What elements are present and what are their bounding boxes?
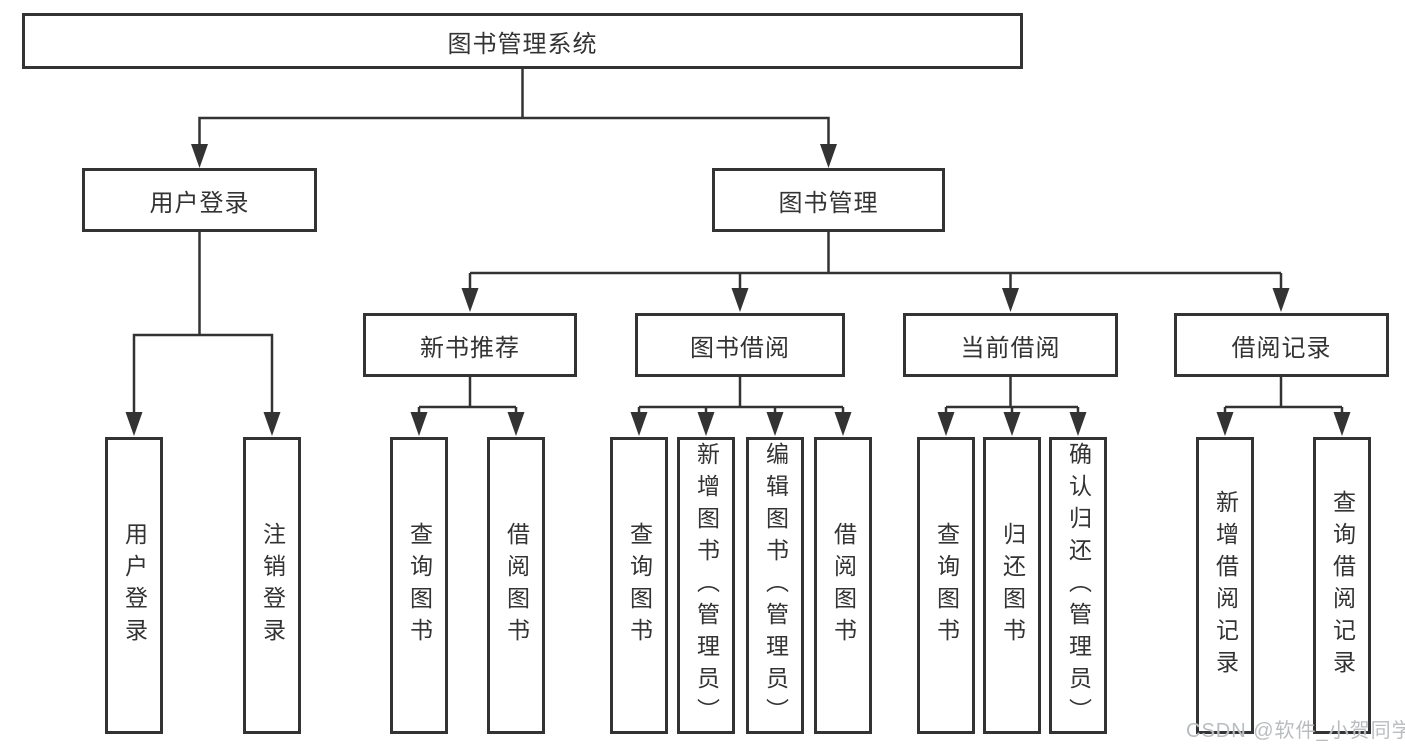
connector-user-login-rail xyxy=(132,333,274,413)
csdn-watermark: CSDN @软件_小贺同学 xyxy=(1186,720,1405,742)
node-current-borrow-label: 当前借阅 xyxy=(960,334,1061,362)
node-user-login: 用户登录 xyxy=(82,168,317,232)
leaf-query-book-1: 查询图书 xyxy=(390,437,448,734)
leaf-borrow-book-2: 借阅图书 xyxy=(814,437,872,734)
node-book-management: 图书管理 xyxy=(712,168,945,232)
node-current-borrow: 当前借阅 xyxy=(903,313,1118,377)
leaf-borrow-book-1: 借阅图书 xyxy=(487,437,545,734)
leaf-query-book-2: 查询图书 xyxy=(610,437,668,734)
leaf-query-book-3: 查询图书 xyxy=(917,437,975,734)
node-borrow-record: 借阅记录 xyxy=(1174,313,1389,377)
connector-book-borrow-rail xyxy=(637,377,845,413)
connector-level2-rail xyxy=(198,116,830,145)
connector-current-borrow-rail xyxy=(944,377,1080,413)
node-book-borrow-label: 图书借阅 xyxy=(690,334,790,362)
leaf-logout: 注销登录 xyxy=(243,437,301,734)
leaf-confirm-return-admin: 确认归还（管理员） xyxy=(1049,437,1107,734)
node-book-borrow: 图书借阅 xyxy=(635,313,845,377)
leaf-edit-book-admin: 编辑图书（管理员） xyxy=(746,437,804,734)
node-new-book-recommend-label: 新书推荐 xyxy=(420,334,520,362)
arrowheads xyxy=(125,144,1351,436)
leaf-add-borrow-record: 新增借阅记录 xyxy=(1196,437,1254,734)
leaf-user-login: 用户登录 xyxy=(105,437,163,734)
leaf-return-book: 归还图书 xyxy=(983,437,1041,734)
node-new-book-recommend: 新书推荐 xyxy=(363,313,577,377)
connector-borrow-record-rail xyxy=(1223,377,1344,413)
leaf-add-book-admin: 新增图书（管理员） xyxy=(677,437,735,734)
connector-new-book-rail xyxy=(417,377,518,413)
node-user-login-label: 用户登录 xyxy=(149,189,250,217)
node-book-management-label: 图书管理 xyxy=(778,189,879,217)
node-root-label: 图书管理系统 xyxy=(447,30,598,58)
node-root-system: 图书管理系统 xyxy=(22,13,1023,69)
leaf-query-borrow-record: 查询借阅记录 xyxy=(1313,437,1371,734)
node-borrow-record-label: 借阅记录 xyxy=(1231,334,1332,362)
